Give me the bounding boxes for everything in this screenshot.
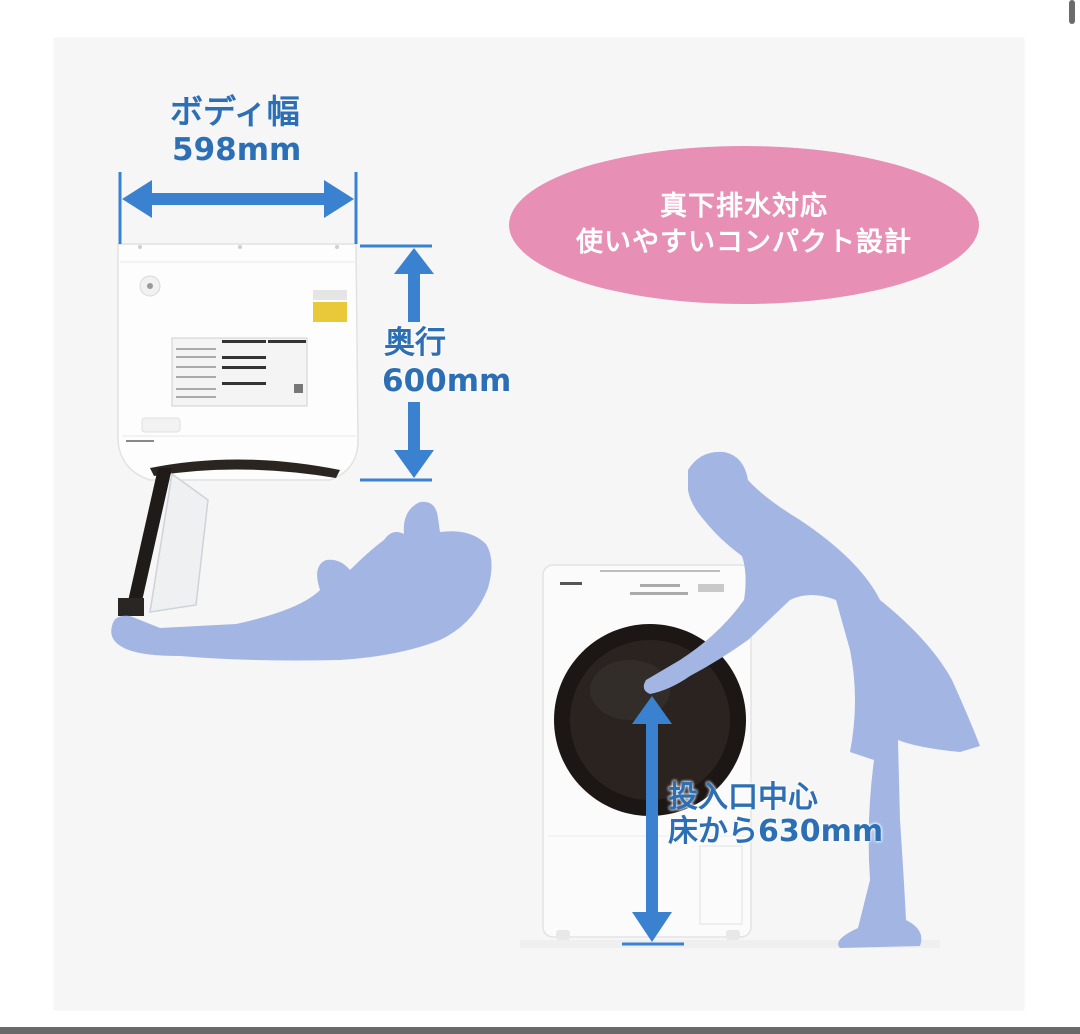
height-title: 投入口中心 bbox=[668, 780, 818, 815]
bottom-divider bbox=[0, 1027, 1080, 1034]
depth-title: 奥行 bbox=[384, 325, 446, 361]
feature-bubble: 真下排水対応 使いやすいコンパクト設計 bbox=[509, 146, 979, 304]
person-silhouette-front bbox=[643, 451, 980, 948]
feature-line-2: 使いやすいコンパクト設計 bbox=[576, 227, 912, 258]
width-value: 598mm bbox=[172, 132, 302, 168]
height-dimension-arrow bbox=[622, 696, 684, 946]
depth-dimension-arrow bbox=[360, 244, 434, 482]
height-value: 床から630mm bbox=[668, 814, 884, 849]
width-title: ボディ幅 bbox=[170, 92, 300, 131]
feature-line-1: 真下排水対応 bbox=[660, 190, 828, 222]
washer-top-view bbox=[117, 243, 359, 616]
width-dimension-arrow bbox=[118, 172, 358, 244]
person-silhouette-top bbox=[111, 501, 492, 661]
depth-value: 600mm bbox=[382, 363, 512, 399]
scrollbar-thumb[interactable] bbox=[1069, 0, 1075, 24]
